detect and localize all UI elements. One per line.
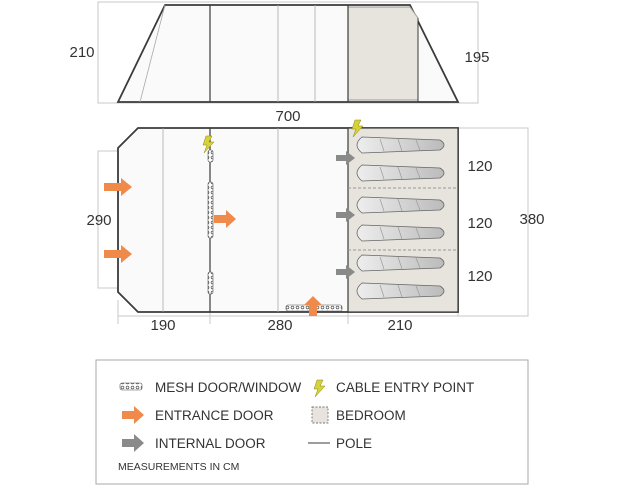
dim-total-width: 380 xyxy=(519,211,544,228)
floor-plan: 290 380 120 120 120 190 280 210 xyxy=(86,119,545,334)
mesh-door xyxy=(207,181,214,239)
legend-internal: INTERNAL DOOR xyxy=(155,436,266,451)
cable-entry-icon xyxy=(351,119,364,138)
measurements-note: MEASUREMENTS IN CM xyxy=(118,461,239,473)
dim-section-2: 280 xyxy=(267,317,292,334)
internal-door-arrow xyxy=(336,151,355,165)
legend-cable: CABLE ENTRY POINT xyxy=(336,380,474,395)
dim-section-3: 210 xyxy=(387,317,412,334)
legend: MESH DOOR/WINDOW CABLE ENTRY POINT ENTRA… xyxy=(95,359,529,485)
entrance-arrow xyxy=(304,296,322,316)
legend-entrance: ENTRANCE DOOR xyxy=(155,408,274,423)
entrance-legend-icon xyxy=(122,406,144,424)
entrance-arrow xyxy=(104,178,132,196)
dim-width: 290 xyxy=(86,212,111,229)
mesh-window xyxy=(207,149,214,163)
legend-bedroom: BEDROOM xyxy=(336,408,406,423)
side-bedroom-fill xyxy=(347,6,419,101)
bedroom-legend-icon xyxy=(311,406,329,424)
dim-bedroom-3: 120 xyxy=(467,268,492,285)
internal-door-arrow xyxy=(336,265,355,279)
sleeping-bags xyxy=(356,136,445,300)
internal-legend-icon xyxy=(122,434,144,452)
cable-legend-icon xyxy=(313,379,326,398)
bedroom-area xyxy=(347,127,459,313)
cable-entry-icon xyxy=(202,135,215,154)
entrance-arrow xyxy=(104,245,132,263)
internal-door-arrow xyxy=(336,208,355,222)
entrance-arrow xyxy=(214,210,236,228)
dim-bedroom-2: 120 xyxy=(467,215,492,232)
dim-total-length: 700 xyxy=(275,108,300,125)
legend-mesh: MESH DOOR/WINDOW xyxy=(155,380,301,395)
mesh-legend-icon xyxy=(119,382,143,391)
legend-pole: POLE xyxy=(336,436,372,451)
dim-section-1: 190 xyxy=(150,317,175,334)
dim-side-height-right: 195 xyxy=(464,49,489,66)
mesh-window xyxy=(207,271,214,295)
dim-bedroom-1: 120 xyxy=(467,158,492,175)
dim-side-height-left: 210 xyxy=(69,44,94,61)
side-dim-box xyxy=(97,1,479,104)
side-elevation: 210 195 xyxy=(69,1,490,104)
